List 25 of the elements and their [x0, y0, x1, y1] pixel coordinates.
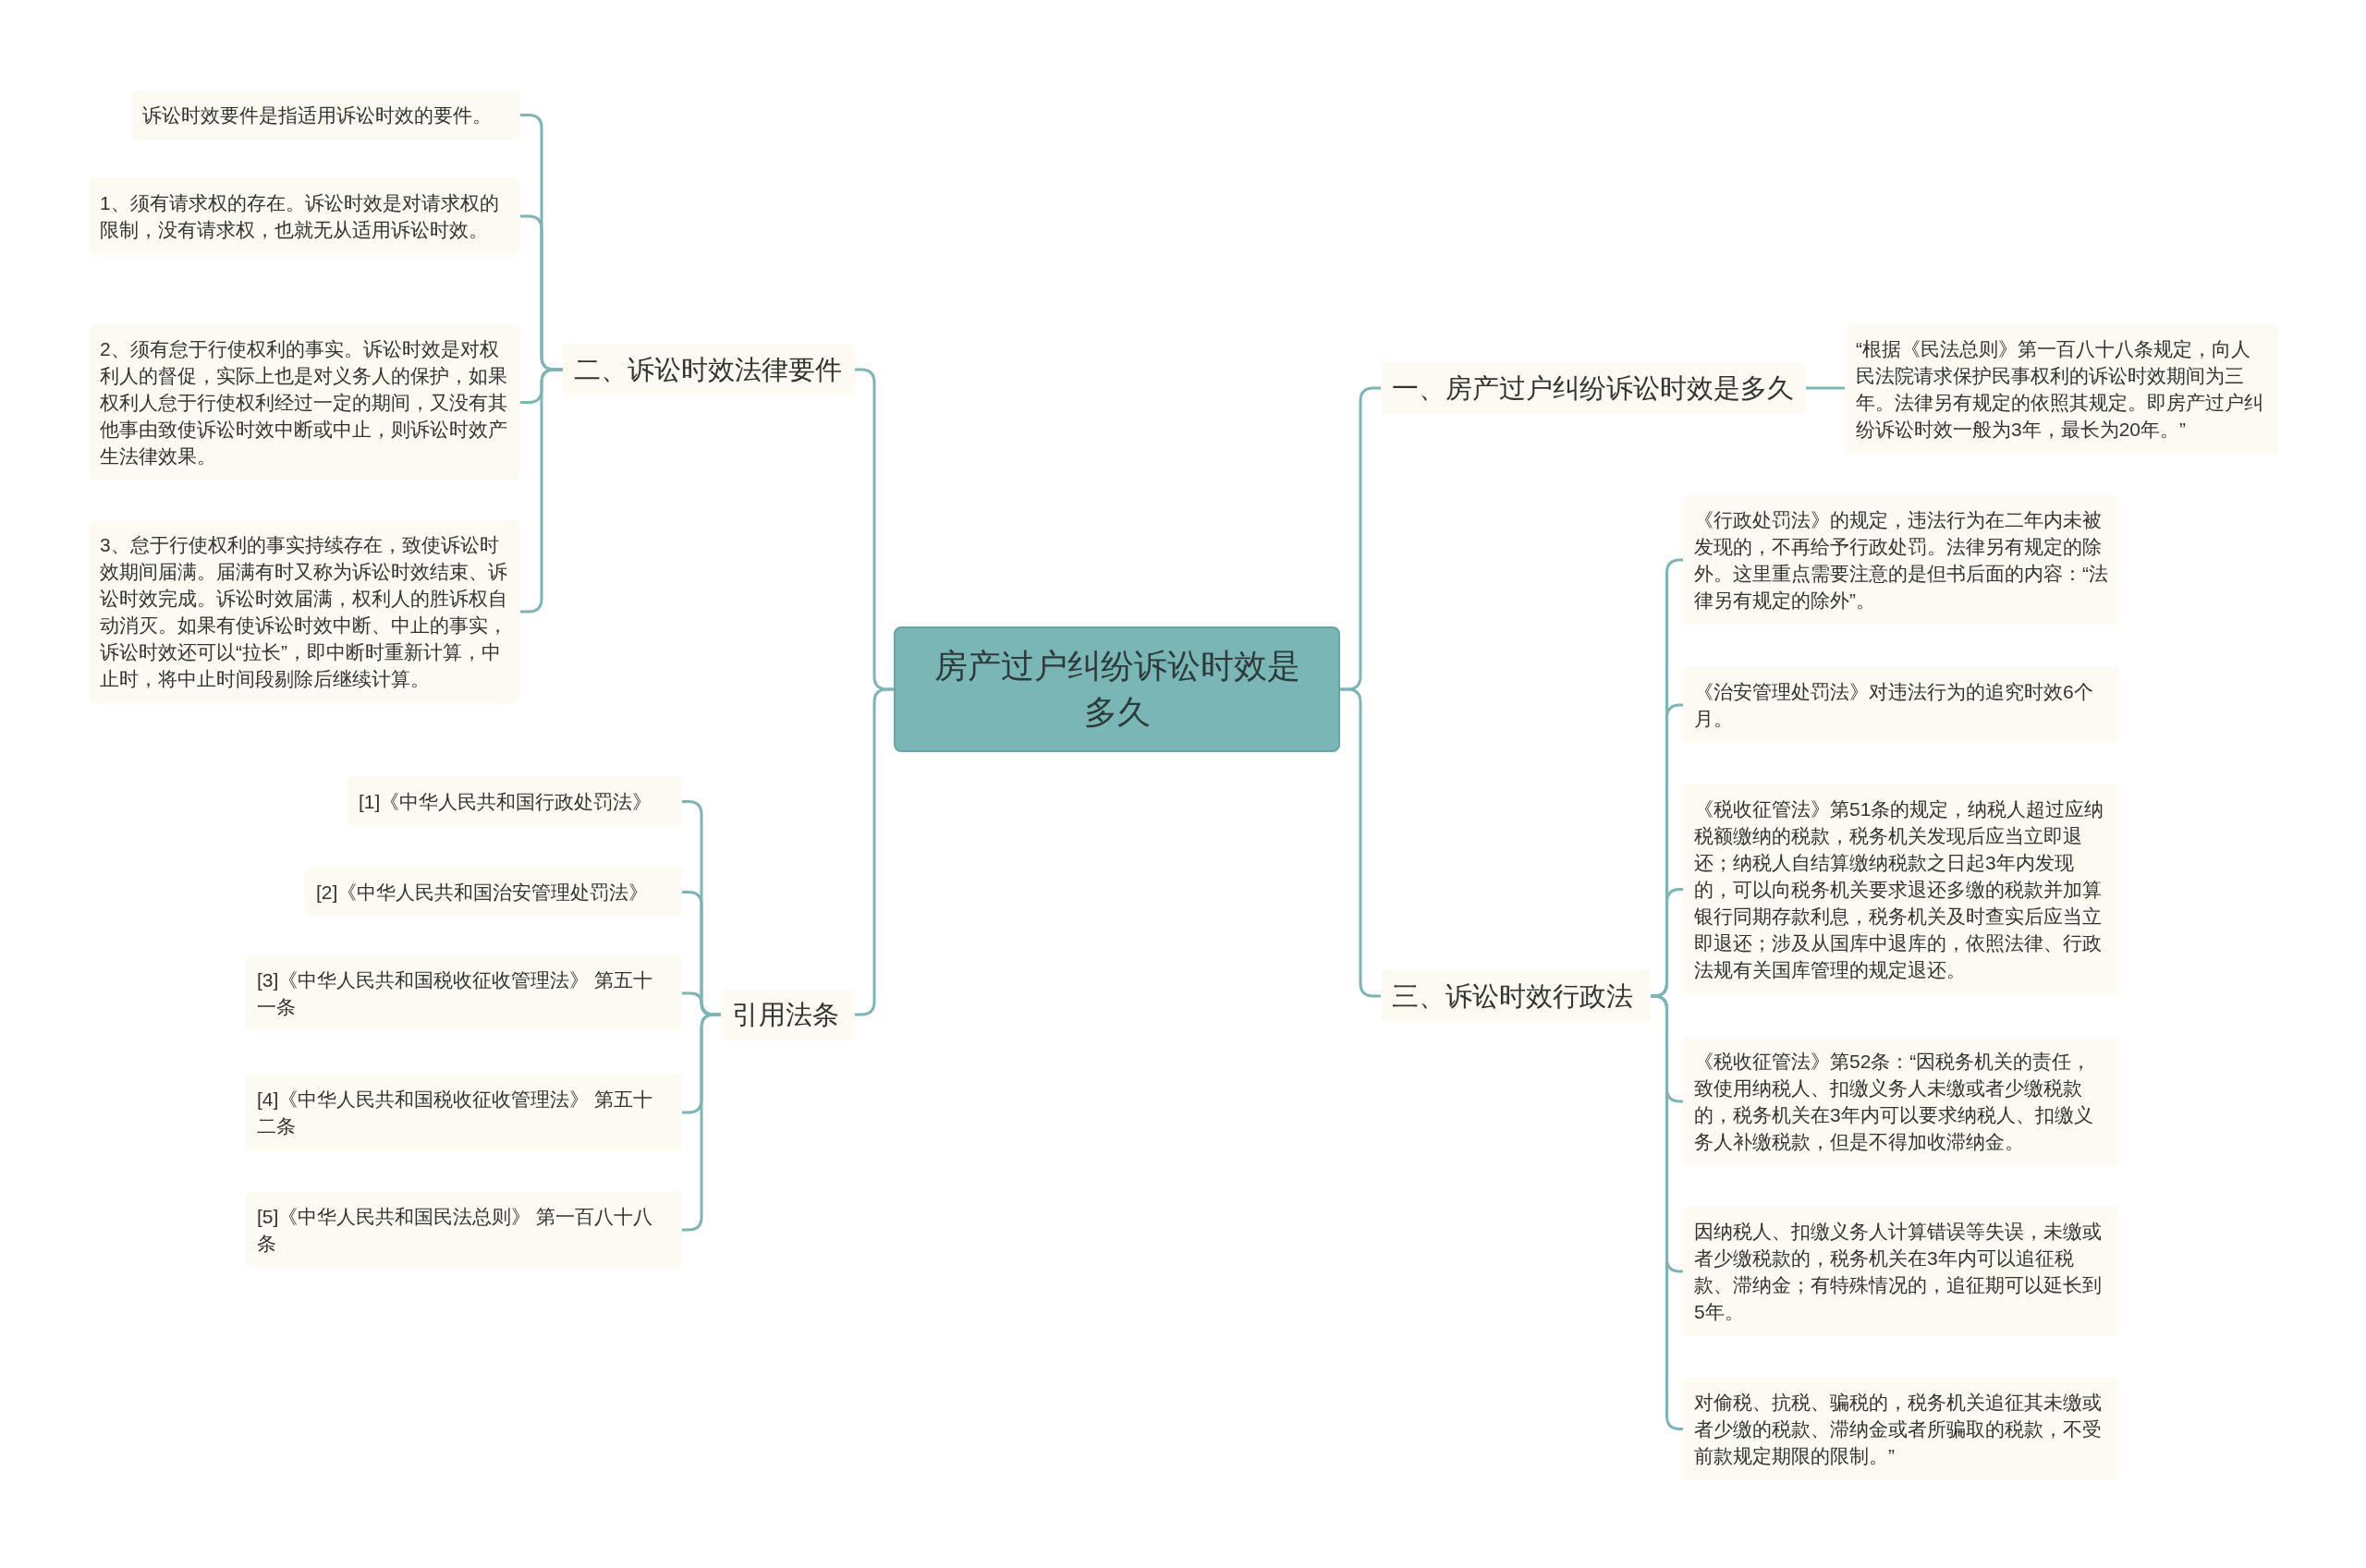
leaf-note-box: “根据《民法总则》第一百八十八条规定，向人民法院请求保护民事权利的诉讼时效期间为三年。法律另有规定的依照其规定。即房产过户纠纷诉讼时效一般为3年，最长为20年。” [1845, 324, 2279, 454]
branch-topic-box: 引用法条 [721, 989, 855, 1040]
leaf-note-box: 3、怠于行使权利的事实持续存在，致使诉讼时效期间届满。届满有时又称为诉讼时效结束、诉讼时效完成。诉讼时效届满，权利人的胜诉权自动消灭。如果有使诉讼时效中断、中止的事实，诉讼时效还可以“拉长”，即中断时重新计算，中止时，将中止时间段剔除后继续计算。 [89, 520, 520, 703]
leaf-note-box: [3]《中华人民共和国税收征收管理法》 第五十一条 [246, 955, 682, 1031]
connector-line [1806, 386, 1845, 390]
leaf-note-box: 因纳税人、扣缴义务人计算错误等失误，未缴或者少缴税款的，税务机关在3年内可以追征税款、滞纳金；有特殊情况的，追征期可以延长到5年。 [1683, 1207, 2119, 1336]
connector-line [682, 1013, 721, 1232]
leaf-note-box: 《行政处罚法》的规定，违法行为在二年内未被发现的，不再给予行政处罚。法律另有规定的除外。这里重点需要注意的是但书后面的内容：“法律另有规定的除外”。 [1683, 495, 2119, 625]
leaf-note-box: [2]《中华人民共和国治安管理处罚法》 [305, 868, 682, 917]
leaf-note-box: 《治安管理处罚法》对违法行为的追究时效6个月。 [1683, 667, 2119, 743]
branch-topic-box: 一、房产过户纠纷诉讼时效是多久 [1381, 362, 1806, 414]
branch-topic-box: 二、诉讼时效法律要件 [563, 344, 855, 395]
leaf-note-box: [5]《中华人民共和国民法总则》 第一百八十八条 [246, 1192, 682, 1268]
leaf-note-box: 《税收征管法》第51条的规定，纳税人超过应纳税额缴纳的税款，税务机关发现后应当立即退还；纳税人自结算缴纳税款之日起3年内发现的，可以向税务机关要求退还多缴的税款并加算银行同期存款利息，税务机关及时查实后应当立即退还；涉及从国库中退库的，依照法律、行政法规有关国库管理的规定退还。 [1683, 784, 2119, 994]
branch-topic-box: 三、诉讼时效行政法 [1381, 970, 1651, 1022]
leaf-note-box: 《税收征管法》第52条：“因税务机关的责任，致使用纳税人、扣缴义务人未缴或者少缴税款的，税务机关在3年内可以要求纳税人、扣缴义务人补缴税款，但是不得加收滞纳金。 [1683, 1037, 2119, 1166]
leaf-note-box: 对偷税、抗税、骗税的，税务机关追征其未缴或者少缴的税款、滞纳金或者所骗取的税款，不受前款规定期限的限制。” [1683, 1378, 2119, 1480]
root-topic-box: 房产过户纠纷诉讼时效是多久 [894, 626, 1340, 752]
leaf-note-box: 2、须有怠于行使权利的事实。诉讼时效是对权利人的督促，实际上也是对义务人的保护，如果权利人怠于行使权利经过一定的期间，又没有其他事由致使诉讼时效中断或中止，则诉讼时效产生法律效果。 [89, 324, 520, 480]
leaf-note-box: 1、须有请求权的存在。诉讼时效是对请求权的限制，没有请求权，也就无从适用诉讼时效。 [89, 178, 520, 254]
connector-line [520, 368, 563, 614]
connector-line [1340, 687, 1381, 998]
leaf-note-box: [1]《中华人民共和国行政处罚法》 [348, 777, 682, 826]
leaf-note-box: 诉讼时效要件是指适用诉讼时效的要件。 [131, 91, 520, 140]
leaf-note-box: [4]《中华人民共和国税收征收管理法》 第五十二条 [246, 1075, 682, 1150]
